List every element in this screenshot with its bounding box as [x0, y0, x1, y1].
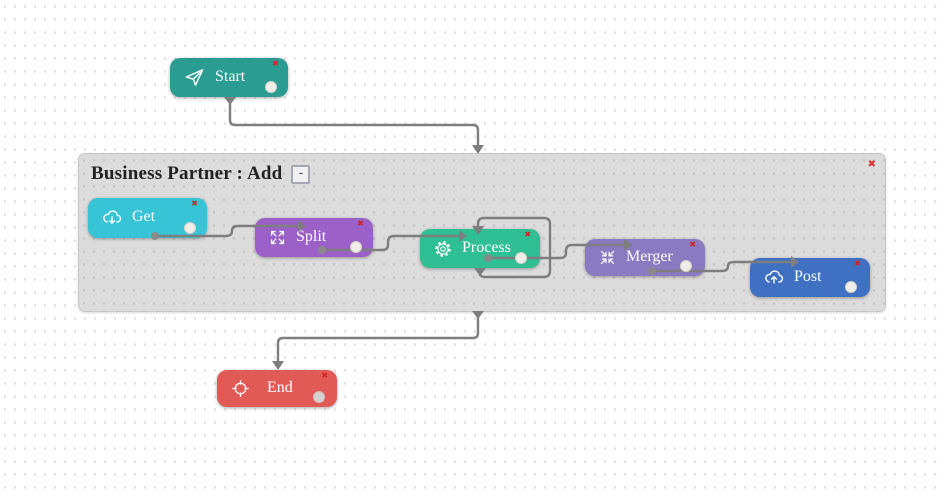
close-icon[interactable]: ✖ — [272, 59, 279, 68]
expand-arrows-icon — [268, 228, 287, 247]
node-start[interactable]: Start ✖ — [170, 58, 288, 97]
cloud-upload-icon — [763, 267, 785, 289]
node-label: Merger — [626, 247, 673, 265]
close-icon[interactable]: ✖ — [854, 259, 861, 268]
paper-plane-icon — [183, 66, 206, 89]
edge-group-to-end — [276, 317, 480, 362]
close-icon[interactable]: ✖ — [191, 199, 198, 208]
node-post[interactable]: Post ✖ — [750, 258, 870, 297]
close-icon[interactable]: ✖ — [689, 240, 696, 249]
node-label: Split — [296, 227, 327, 245]
gear-icon — [433, 239, 453, 259]
node-label: Start — [215, 67, 246, 85]
edge-group-end-stub — [472, 311, 484, 319]
cloud-download-icon — [101, 207, 123, 229]
node-merger[interactable]: Merger ✖ — [585, 239, 705, 276]
node-label: Get — [132, 208, 156, 225]
target-icon — [230, 378, 251, 399]
node-label: Post — [794, 267, 822, 285]
node-label: Process — [462, 238, 511, 256]
group-header: Business Partner : Add- — [91, 163, 311, 185]
close-icon[interactable]: ✖ — [357, 219, 364, 228]
group-close-icon[interactable]: ✖ — [867, 159, 876, 170]
collapse-button[interactable]: - — [291, 165, 311, 184]
collapse-arrows-icon — [598, 248, 617, 267]
node-process[interactable]: Process ✖ — [420, 229, 540, 268]
edge-start-group-stub — [224, 97, 236, 105]
close-icon[interactable]: ✖ — [524, 230, 531, 239]
edge-start-to-group — [228, 103, 480, 146]
node-get[interactable]: Get ✖ — [88, 198, 207, 238]
node-label: End — [267, 378, 293, 396]
edge-group-end-arrow — [272, 361, 284, 370]
group-title: Business Partner : Add — [91, 163, 283, 184]
close-icon[interactable]: ✖ — [321, 371, 328, 380]
node-end[interactable]: End ✖ — [217, 370, 337, 407]
node-split[interactable]: Split ✖ — [255, 218, 373, 257]
